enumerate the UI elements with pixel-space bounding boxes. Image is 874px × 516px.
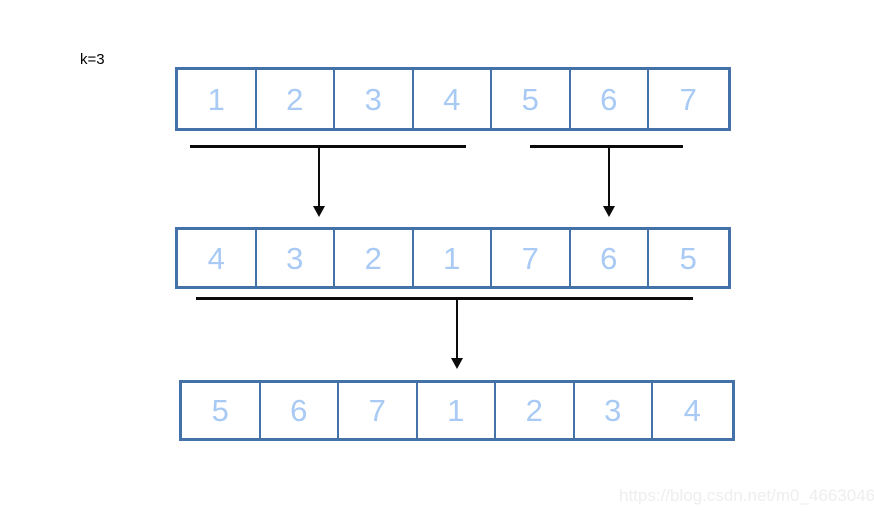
arrow-head-step2	[451, 358, 463, 369]
array-cell: 7	[649, 70, 728, 128]
watermark-text: https://blog.csdn.net/m0_46630468	[619, 486, 874, 505]
array-row-final: 5 6 7 1 2 3 4	[179, 380, 735, 441]
array-cell: 3	[335, 70, 414, 128]
arrow-stem-step2	[456, 299, 458, 359]
array-cell: 7	[339, 383, 418, 438]
group-bar-step1-left	[190, 145, 466, 148]
array-cell: 4	[178, 230, 257, 286]
array-cell: 1	[178, 70, 257, 128]
array-cell: 1	[413, 230, 492, 286]
arrow-head-step1-left	[313, 206, 325, 217]
array-cell: 6	[570, 70, 649, 128]
array-cell: 3	[256, 230, 335, 286]
array-cell: 6	[570, 230, 649, 286]
array-cell: 5	[492, 70, 571, 128]
array-cell: 6	[260, 383, 339, 438]
k-value-label: k=3	[80, 51, 105, 68]
array-cell: 2	[496, 383, 575, 438]
array-row-reversed-parts: 4 3 2 1 7 6 5	[175, 227, 731, 289]
array-cell: 3	[574, 383, 653, 438]
group-bar-step2-full	[196, 297, 693, 300]
arrow-stem-step1-left	[318, 147, 320, 207]
array-cell: 4	[653, 383, 732, 438]
array-row-original: 1 2 3 4 5 6 7	[175, 67, 731, 131]
array-cell: 4	[413, 70, 492, 128]
array-cell: 1	[417, 383, 496, 438]
array-cell: 5	[182, 383, 261, 438]
array-cell: 2	[256, 70, 335, 128]
array-cell: 2	[335, 230, 414, 286]
array-cell: 7	[492, 230, 571, 286]
array-cell: 5	[649, 230, 728, 286]
arrow-stem-step1-right	[608, 147, 610, 207]
arrow-head-step1-right	[603, 206, 615, 217]
group-bar-step1-right	[530, 145, 683, 148]
